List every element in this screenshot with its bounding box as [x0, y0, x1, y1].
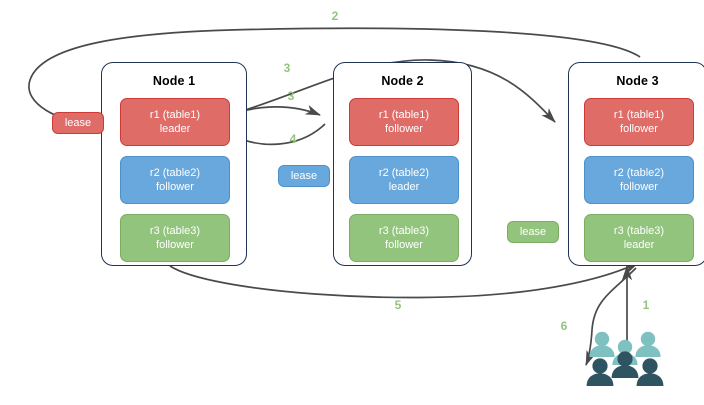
edge-5 — [169, 262, 639, 299]
replica-r3[interactable]: r3 (table3) leader — [584, 214, 694, 262]
node-title: Node 2 — [381, 74, 424, 88]
replica-r1[interactable]: r1 (table1) follower — [349, 98, 459, 146]
edge-label-5: 5 — [394, 298, 402, 312]
replica-r2[interactable]: r2 (table2) follower — [584, 156, 694, 204]
edge-label-4: 4 — [289, 132, 297, 146]
replica-r1[interactable]: r1 (table1) leader — [120, 98, 230, 146]
node-box-1[interactable]: Node 1 r1 (table1) leader r2 (table2) fo… — [101, 62, 247, 266]
lease-badge-r1[interactable]: lease — [52, 112, 104, 134]
replica-role: leader — [623, 239, 655, 251]
replica-name: r2 (table2) — [613, 167, 665, 179]
replica-r1[interactable]: r1 (table1) follower — [584, 98, 694, 146]
replica-role: follower — [156, 181, 194, 193]
replica-name: r2 (table2) — [378, 167, 430, 179]
replica-name: r3 (table3) — [378, 225, 430, 237]
replica-r3[interactable]: r3 (table3) follower — [349, 214, 459, 262]
replica-name: r1 (table1) — [149, 109, 201, 121]
users-icon — [586, 331, 664, 386]
edge-label-3-upper: 3 — [283, 61, 291, 75]
edge-label-6: 6 — [560, 319, 568, 333]
replica-r2[interactable]: r2 (table2) leader — [349, 156, 459, 204]
edge-label-1: 1 — [642, 298, 650, 312]
replica-role: follower — [620, 123, 658, 135]
replica-name: r3 (table3) — [613, 225, 665, 237]
node-title: Node 3 — [616, 74, 659, 88]
replica-role: leader — [159, 123, 191, 135]
replica-name: r3 (table3) — [149, 225, 201, 237]
replica-name: r2 (table2) — [149, 167, 201, 179]
replica-role: follower — [620, 181, 658, 193]
edge-label-3-lower: 3 — [287, 89, 295, 103]
lease-badge-r3[interactable]: lease — [507, 221, 559, 243]
node-box-3[interactable]: Node 3 r1 (table1) follower r2 (table2) … — [568, 62, 704, 266]
replica-name: r1 (table1) — [613, 109, 665, 121]
node-title: Node 1 — [152, 74, 196, 88]
replica-role: follower — [385, 123, 423, 135]
replica-role: follower — [156, 239, 194, 251]
replica-r2[interactable]: r2 (table2) follower — [120, 156, 230, 204]
replica-r3[interactable]: r3 (table3) follower — [120, 214, 230, 262]
replica-name: r1 (table1) — [378, 109, 430, 121]
node-box-2[interactable]: Node 2 r1 (table1) follower r2 (table2) … — [333, 62, 472, 266]
edge-label-2: 2 — [331, 9, 339, 23]
replica-role: leader — [388, 181, 420, 193]
replica-role: follower — [385, 239, 423, 251]
lease-badge-r2[interactable]: lease — [278, 165, 330, 187]
